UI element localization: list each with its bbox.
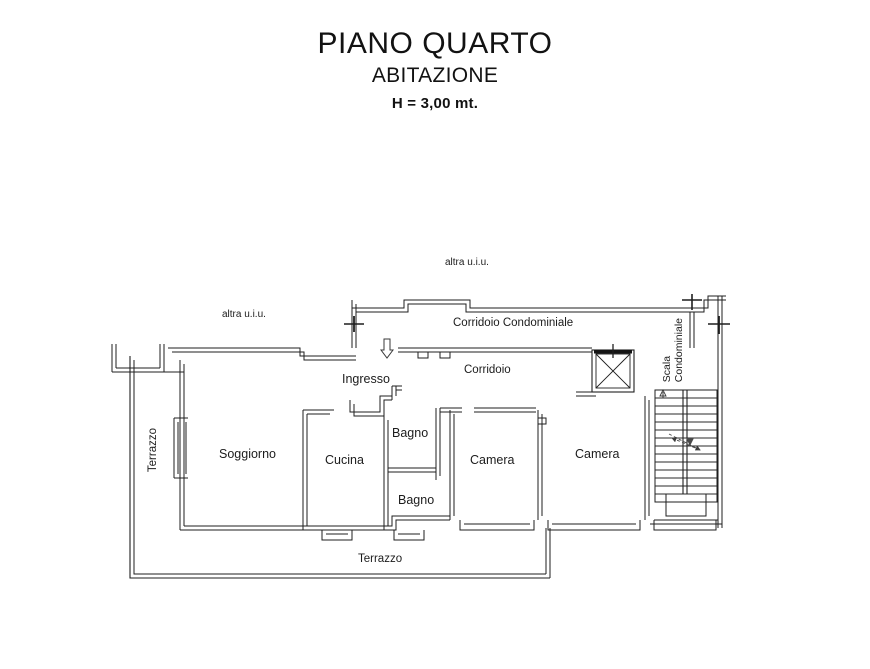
annotation-terrazzo-bottom: Terrazzo — [358, 553, 403, 565]
window-openings — [173, 417, 717, 541]
stairwell-label-line2: Condominiale — [672, 318, 685, 383]
stairwell-label-line1: Scala — [661, 355, 673, 383]
ceiling-height-note: H = 3,00 mt. — [391, 94, 479, 112]
internal-partitions — [302, 385, 650, 530]
room-label-ingresso: Ingresso — [342, 372, 390, 386]
terrace-outline — [111, 344, 551, 579]
stairwell-outer-walls — [650, 294, 730, 528]
condominium-corridor-walls — [344, 299, 700, 359]
apartment-outer-wall — [168, 347, 450, 531]
room-label-cucina: Cucina — [325, 453, 364, 467]
room-label-camera-2: Camera — [575, 447, 620, 461]
page-title: PIANO QUARTO — [317, 27, 553, 60]
title-block: PIANO QUARTO ABITAZIONE H = 3,00 mt. — [0, 26, 870, 116]
elevator-shaft — [576, 344, 635, 397]
room-label-bagno-1: Bagno — [392, 426, 429, 440]
entrance-direction-arrow — [380, 338, 394, 359]
page-subtitle: ABITAZIONE — [371, 64, 499, 88]
room-label-terrazzo-left: Terrazzo — [147, 428, 159, 473]
condominium-staircase — [654, 388, 718, 517]
annotation-altra-uiu-top: altra u.i.u. — [445, 257, 489, 268]
room-label-corridoio: Corridoio — [464, 364, 511, 376]
room-label-bagno-2: Bagno — [398, 493, 435, 507]
annotation-corridoio-condominiale: Corridoio Condominiale — [453, 317, 574, 329]
room-label-soggiorno: Soggiorno — [219, 447, 276, 461]
annotation-altra-uiu-left: altra u.i.u. — [222, 309, 266, 320]
room-label-camera-1: Camera — [470, 453, 515, 467]
stairwell-label-group: Scala Condominiale — [661, 318, 685, 383]
